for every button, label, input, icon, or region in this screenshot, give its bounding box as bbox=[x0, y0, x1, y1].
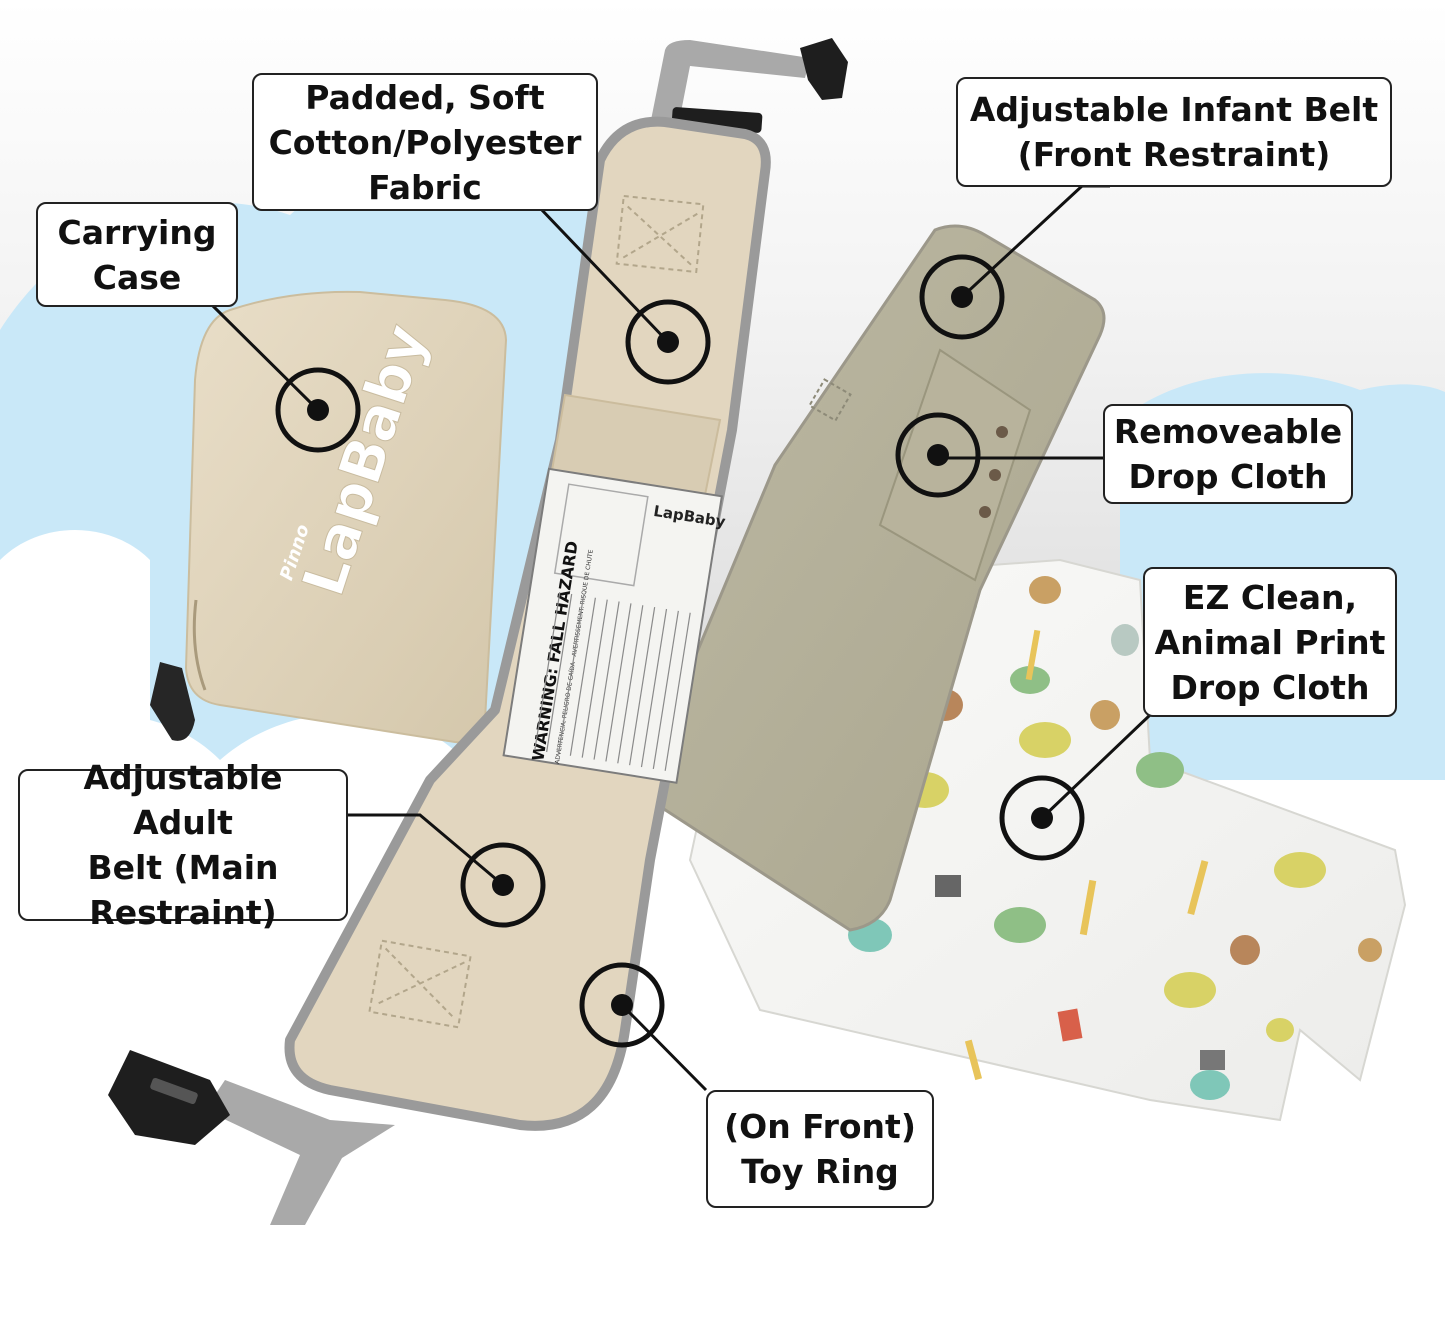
warning-label: LapBaby WARNING: FALL HAZARD ADVERTENCIA… bbox=[502, 467, 727, 784]
callout-padded-fabric: Padded, Soft Cotton/Polyester Fabric bbox=[252, 73, 598, 211]
marker-infant-belt bbox=[919, 254, 1005, 340]
adult-belt-bottom-strap bbox=[205, 1080, 395, 1225]
marker-fabric bbox=[625, 299, 711, 385]
adult-belt-pad: LapBaby WARNING: FALL HAZARD ADVERTENCIA… bbox=[284, 116, 771, 1131]
bottom-buckle bbox=[108, 1050, 230, 1145]
top-buckle bbox=[800, 38, 848, 100]
callout-toy-ring: (On Front) Toy Ring bbox=[706, 1090, 934, 1208]
leader-line-adult-belt bbox=[348, 813, 504, 887]
leader-line-toy-ring bbox=[620, 1003, 708, 1092]
marker-print bbox=[999, 775, 1085, 861]
callout-infant-belt: Adjustable Infant Belt (Front Restraint) bbox=[956, 77, 1392, 187]
marker-adult-belt bbox=[460, 842, 546, 928]
callout-carrying-case: Carrying Case bbox=[36, 202, 238, 307]
marker-toy-ring bbox=[579, 962, 665, 1048]
cloud-left bbox=[0, 530, 150, 760]
snap bbox=[989, 469, 1001, 481]
snap bbox=[979, 506, 991, 518]
carrying-case: Pinno LapBaby bbox=[150, 290, 508, 744]
buckle-slot bbox=[150, 1077, 198, 1105]
markers bbox=[275, 254, 1085, 1048]
case-clip bbox=[150, 662, 195, 741]
marker-removeable bbox=[895, 412, 981, 498]
callout-adult-belt: Adjustable Adult Belt (Main Restraint) bbox=[18, 758, 348, 932]
stitch-box bbox=[368, 939, 472, 1029]
stitch-box bbox=[615, 194, 705, 274]
adult-belt-top-strap bbox=[645, 40, 810, 158]
callout-animal-print-drop-cloth: EZ Clean, Animal Print Drop Cloth bbox=[1143, 567, 1397, 717]
marker-case bbox=[275, 367, 361, 453]
callout-removeable-drop-cloth: Removeable Drop Cloth bbox=[1103, 404, 1353, 504]
snap bbox=[996, 426, 1008, 438]
